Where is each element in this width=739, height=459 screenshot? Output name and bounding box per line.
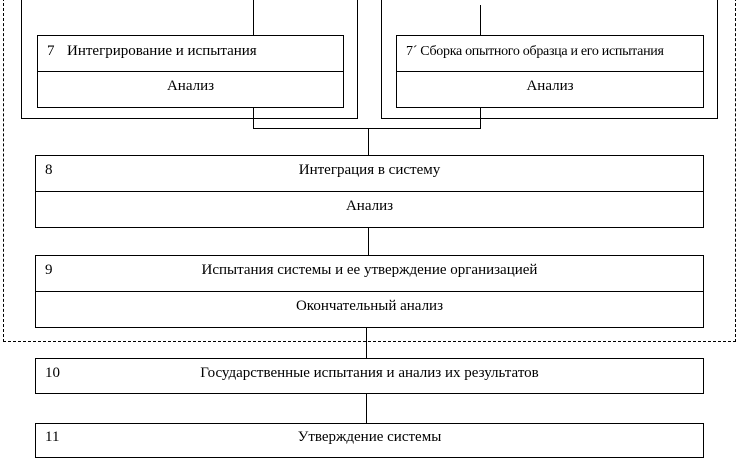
connector-line	[253, 0, 254, 35]
stage-analysis: Окончательный анализ	[295, 298, 444, 314]
stage-number: 11	[45, 429, 60, 445]
right-bracket	[381, 0, 718, 119]
stage-title: Государственные испытания и анализ их ре…	[200, 365, 539, 381]
connector-line	[480, 107, 481, 128]
stage-title-text: Сборка опытного образца и его испытания	[420, 44, 664, 59]
connector-line	[480, 5, 481, 35]
stage-analysis: Анализ	[166, 78, 215, 94]
stage-number: 9	[45, 262, 53, 278]
connector-line	[366, 393, 367, 423]
stage-number: 7	[47, 43, 55, 59]
stage-7-box: 7 Интегрирование и испытания Анализ	[37, 35, 344, 108]
stage-number: 10	[45, 365, 60, 381]
stage-analysis: Анализ	[526, 78, 574, 94]
stage-number: 8	[45, 162, 53, 178]
connector-line	[368, 128, 369, 155]
stage-title: 7´ Сборка опытного образца и его испытан…	[406, 44, 664, 60]
stage-title: Интеграция в систему	[298, 162, 441, 178]
stage-11-box: 11 Утверждение системы	[35, 423, 704, 458]
stage-10-box: 10 Государственные испытания и анализ их…	[35, 358, 704, 394]
stage-analysis: Анализ	[345, 198, 394, 214]
connector-line	[366, 327, 367, 358]
dashed-boundary	[3, 0, 736, 342]
stage-8-box: 8 Интеграция в систему Анализ	[35, 155, 704, 228]
stage-number: 7´	[406, 44, 418, 59]
stage-title: Утверждение системы	[297, 429, 442, 445]
stage-title: Испытания системы и ее утверждение орган…	[201, 262, 538, 278]
connector-line	[253, 107, 254, 128]
left-bracket	[21, 0, 358, 119]
stage-9-box: 9 Испытания системы и ее утверждение орг…	[35, 255, 704, 328]
connector-line	[368, 227, 369, 255]
stage-title: Интегрирование и испытания	[67, 43, 257, 59]
connector-line	[253, 128, 481, 129]
stage-7-prime-box: 7´ Сборка опытного образца и его испытан…	[396, 35, 704, 108]
